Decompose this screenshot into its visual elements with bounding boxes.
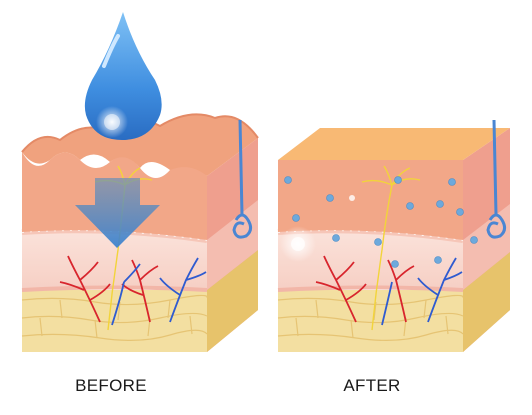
before-dermis (22, 231, 207, 290)
after-veins (381, 257, 463, 326)
moisture-dots (284, 176, 478, 268)
before-fat-cells (21, 294, 208, 341)
after-fat-cells (277, 294, 464, 341)
after-top-surface (278, 128, 510, 160)
water-droplet (84, 12, 162, 140)
after-nerve (361, 165, 421, 331)
before-skin-block (21, 12, 259, 352)
after-label: AFTER (343, 376, 401, 395)
after-fat-layer (278, 290, 463, 352)
after-skin-block (277, 119, 510, 352)
before-gland (232, 119, 253, 239)
after-dermis (278, 231, 463, 290)
after-epidermis (278, 160, 463, 240)
after-gland (486, 119, 507, 239)
before-label: BEFORE (75, 376, 147, 395)
before-fat-layer (22, 290, 207, 352)
after-arteries (315, 255, 415, 323)
sparkle (280, 195, 355, 262)
before-veins (111, 257, 207, 326)
before-absorption-arrow (75, 178, 160, 248)
